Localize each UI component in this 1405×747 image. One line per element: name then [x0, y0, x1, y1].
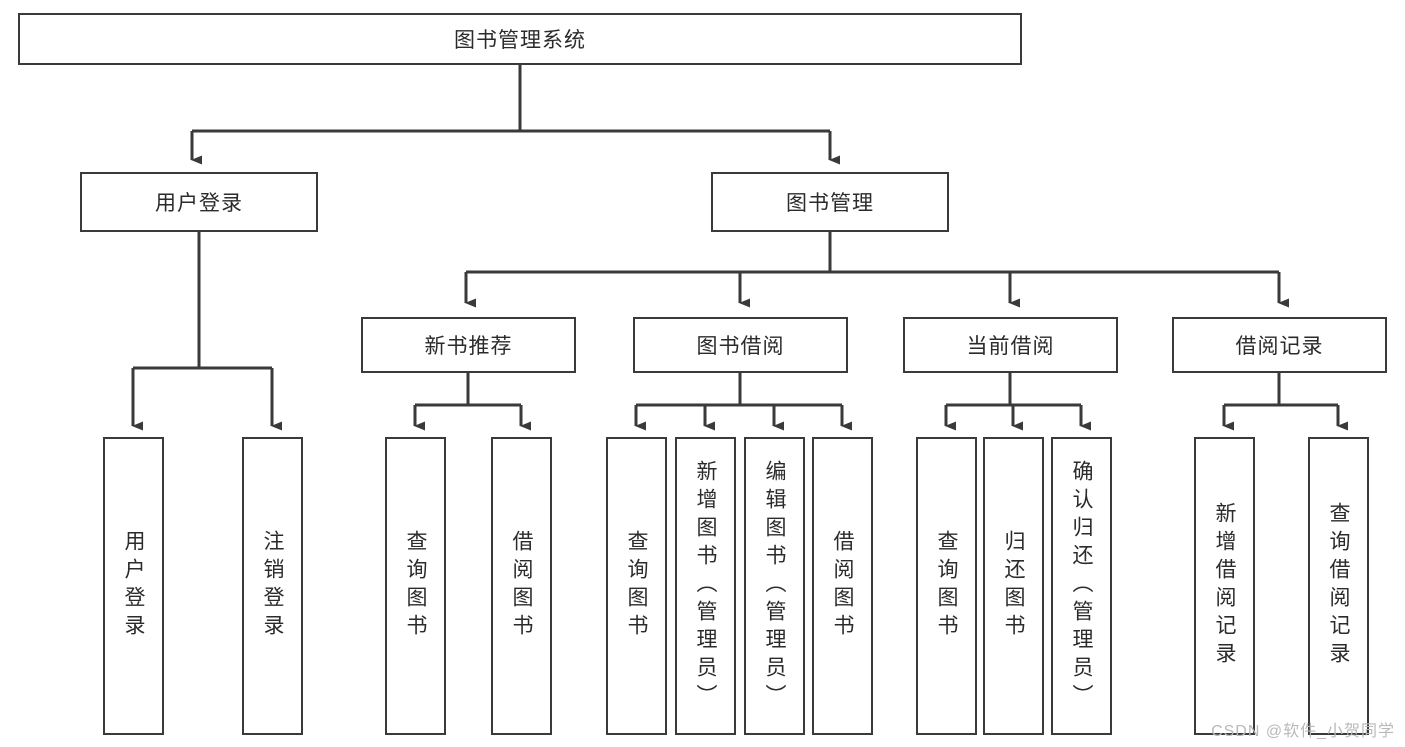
- leaf-label: 编辑图书（管理员）: [763, 460, 786, 712]
- leaf-label: 新增图书（管理员）: [694, 460, 717, 712]
- node-user-login-label: 用户登录: [155, 192, 243, 215]
- node-book-management[interactable]: 图书管理: [711, 172, 949, 232]
- leaf-book-borrow-edit[interactable]: 编辑图书（管理员）: [744, 437, 805, 735]
- leaf-current-borrow-confirm[interactable]: 确认归还（管理员）: [1051, 437, 1112, 735]
- node-user-login[interactable]: 用户登录: [80, 172, 318, 232]
- leaf-borrow-record-add[interactable]: 新增借阅记录: [1194, 437, 1255, 735]
- node-book-borrow[interactable]: 图书借阅: [633, 317, 848, 373]
- leaf-label: 归还图书: [1002, 530, 1025, 642]
- node-current-borrow-label: 当前借阅: [966, 335, 1055, 358]
- leaf-borrow-record-query[interactable]: 查询借阅记录: [1308, 437, 1369, 735]
- leaf-label: 查询借阅记录: [1327, 502, 1350, 670]
- leaf-user-login-logout[interactable]: 注销登录: [242, 437, 303, 735]
- leaf-label: 查询图书: [625, 530, 648, 642]
- leaf-label: 查询图书: [935, 530, 958, 642]
- leaf-label: 借阅图书: [831, 530, 854, 642]
- leaf-label: 用户登录: [122, 530, 145, 642]
- node-new-book-recommend[interactable]: 新书推荐: [361, 317, 576, 373]
- leaf-new-book-query[interactable]: 查询图书: [385, 437, 446, 735]
- leaf-label: 注销登录: [261, 530, 284, 642]
- leaf-label: 查询图书: [404, 530, 427, 642]
- leaf-book-borrow-add[interactable]: 新增图书（管理员）: [675, 437, 736, 735]
- node-root-label: 图书管理系统: [454, 29, 586, 52]
- node-current-borrow[interactable]: 当前借阅: [903, 317, 1118, 373]
- leaf-new-book-borrow[interactable]: 借阅图书: [491, 437, 552, 735]
- leaf-book-borrow-lend[interactable]: 借阅图书: [812, 437, 873, 735]
- node-new-book-recommend-label: 新书推荐: [424, 335, 513, 358]
- node-borrow-record-label: 借阅记录: [1235, 335, 1324, 358]
- leaf-current-borrow-return[interactable]: 归还图书: [983, 437, 1044, 735]
- leaf-book-borrow-query[interactable]: 查询图书: [606, 437, 667, 735]
- leaf-current-borrow-query[interactable]: 查询图书: [916, 437, 977, 735]
- leaf-label: 确认归还（管理员）: [1070, 460, 1093, 712]
- node-root[interactable]: 图书管理系统: [18, 13, 1022, 65]
- node-borrow-record[interactable]: 借阅记录: [1172, 317, 1387, 373]
- leaf-label: 借阅图书: [510, 530, 533, 642]
- node-book-borrow-label: 图书借阅: [696, 335, 785, 358]
- leaf-label: 新增借阅记录: [1213, 502, 1236, 670]
- node-book-management-label: 图书管理: [786, 192, 874, 215]
- leaf-user-login-login[interactable]: 用户登录: [103, 437, 164, 735]
